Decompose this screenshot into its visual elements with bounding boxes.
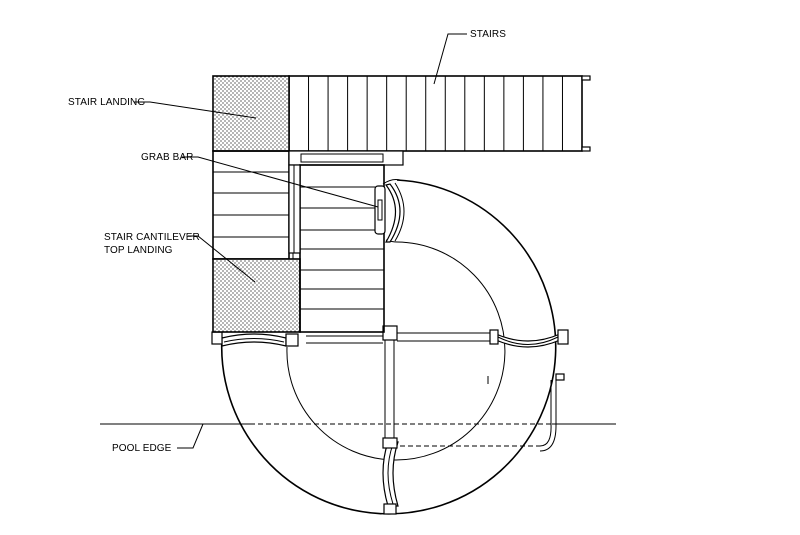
top-stairs (288, 75, 591, 152)
label-stairs: STAIRS (470, 29, 506, 40)
slide-flume (220, 179, 561, 515)
labels: STAIRS STAIR LANDING GRAB BAR STAIR CANT… (68, 29, 506, 454)
support-frame (211, 325, 569, 515)
label-pool-edge: POOL EDGE (112, 443, 172, 454)
label-top-landing: TOP LANDING (104, 245, 173, 256)
stair-cantilever-top-landing (212, 258, 301, 333)
left-stair (212, 150, 294, 260)
grab-bar (374, 185, 386, 235)
stair-landing (212, 75, 290, 152)
label-stair-landing: STAIR LANDING (68, 97, 145, 108)
leader-lines (134, 33, 467, 449)
label-stair-cantilever: STAIR CANTILEVER (104, 232, 200, 243)
pool-edge (100, 423, 616, 447)
label-grab-bar: GRAB BAR (141, 152, 193, 163)
center-platform (288, 150, 404, 333)
stair-treads (308, 76, 563, 151)
